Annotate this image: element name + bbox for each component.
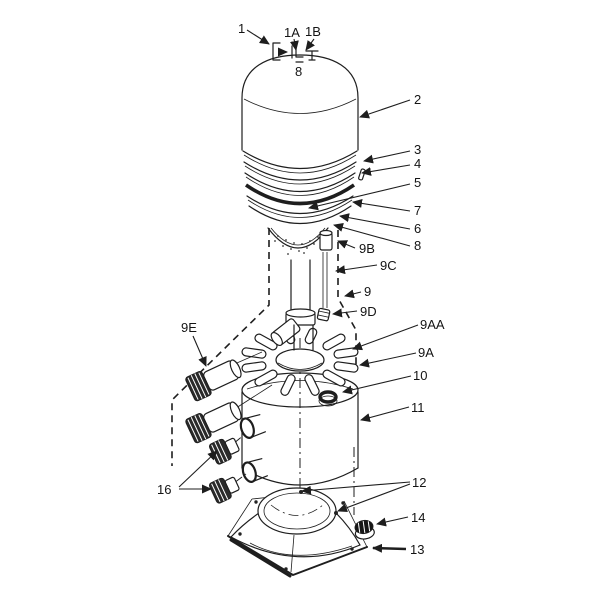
callout-9a: 9A: [418, 345, 434, 360]
callout-3: 3: [414, 142, 421, 157]
clamp-ring-stack: [242, 150, 366, 224]
pipe-elbow: [270, 318, 301, 347]
tank-port-upper: [239, 414, 266, 439]
callout-13: 13: [410, 542, 424, 557]
callout-4: 4: [414, 156, 421, 171]
callout-9: 9: [364, 284, 371, 299]
base-screw-12b: [334, 511, 338, 515]
hub-disc: [275, 348, 325, 372]
callout-5: 5: [414, 175, 421, 190]
callout-7: 7: [414, 203, 421, 218]
tank-port-lower: [241, 458, 268, 483]
callout-8: 8: [414, 238, 421, 253]
tank-mouth-stippled: [267, 227, 329, 255]
drain-plug-16-2: [208, 476, 240, 504]
lateral-9e-1: [185, 359, 242, 402]
standpipe-assembly: [270, 259, 316, 351]
callout-9c: 9C: [380, 258, 397, 273]
callout-1: 1: [238, 21, 245, 36]
callout-2: 2: [414, 92, 421, 107]
laterals: [241, 327, 359, 396]
callout-9aa: 9AA: [420, 317, 445, 332]
tube-bottom-fitting: [316, 307, 331, 322]
callout-labels: 1 1A 1B 8 2 3 4 5 7 6 8 9B 9C 9 9D 9E 9A…: [157, 21, 445, 557]
callout-9d: 9D: [360, 304, 377, 319]
stipple-dots: [274, 235, 319, 255]
filter-lid-drawing: [241, 54, 359, 151]
tank-top-fitting: [318, 390, 338, 407]
base-opening-outer: [257, 487, 337, 535]
callout-11: 11: [411, 400, 425, 415]
callout-10: 10: [413, 368, 427, 383]
callout-1a: 1A: [284, 25, 300, 40]
callout-16: 16: [157, 482, 171, 497]
drain-plug-16-1: [208, 437, 240, 465]
callout-6: 6: [414, 221, 421, 236]
callout-9e: 9E: [181, 320, 197, 335]
callout-14: 14: [411, 510, 425, 525]
lateral-9e-2: [185, 401, 242, 444]
drain-cap: [354, 519, 375, 540]
callout-8-top: 8: [295, 64, 302, 79]
callout-12: 12: [412, 475, 426, 490]
air-bleed-tube: [316, 229, 333, 322]
callout-9b: 9B: [359, 241, 375, 256]
callout-1b: 1B: [305, 24, 321, 39]
lateral-ring-assembly: [241, 327, 359, 396]
loose-laterals-and-plugs: [185, 351, 273, 504]
filter-base: [227, 447, 375, 578]
clamp-pin: [358, 168, 366, 181]
leader-lines: [178, 29, 419, 553]
